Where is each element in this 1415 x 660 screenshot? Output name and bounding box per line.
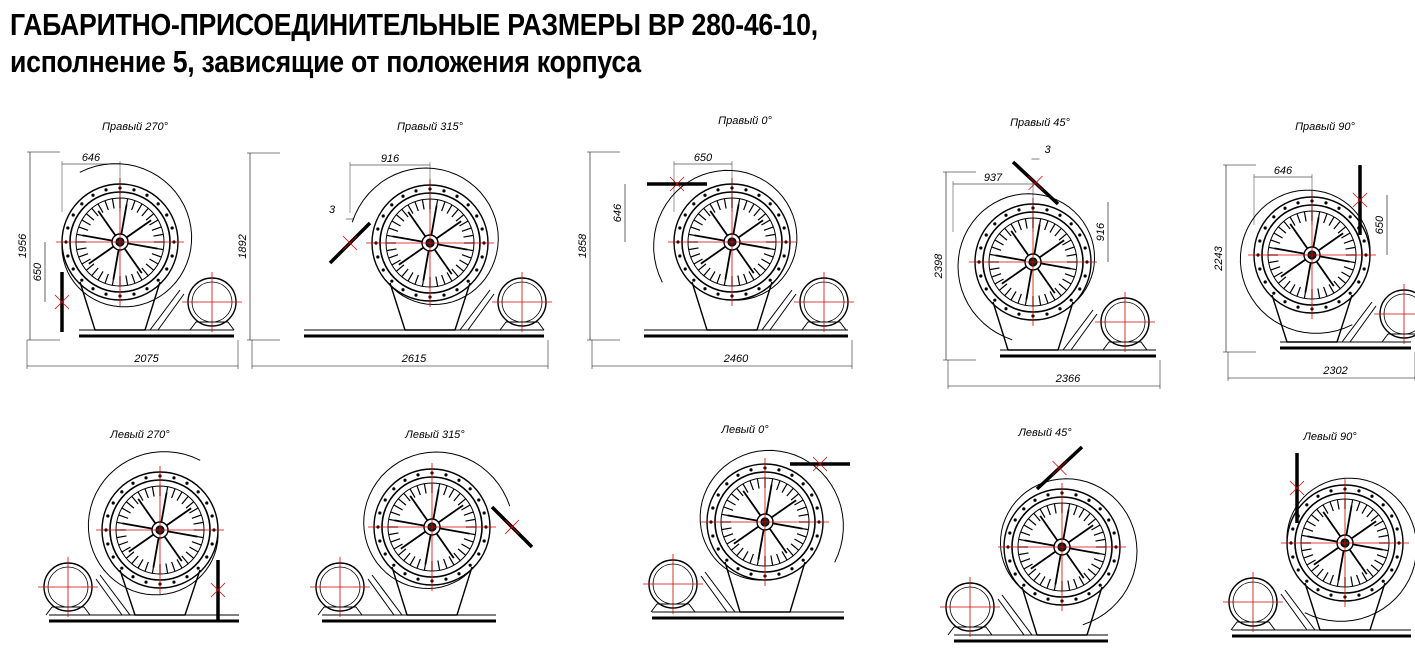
- dim-overall-height: 1956: [17, 233, 29, 258]
- dim-overall-height: 2398: [933, 253, 945, 279]
- fan-view-right-315: Правый 315° 1892 2615 916 3: [237, 121, 552, 369]
- page-title: ГАБАРИТНО-ПРИСОЕДИНИТЕЛЬНЫЕ РАЗМЕРЫ ВР 2…: [10, 6, 818, 80]
- dim-overall-height: 1858: [577, 233, 589, 258]
- fan-view-left-45: Левый 45°: [940, 427, 1138, 643]
- dimension-lines: 2243 2302 646 650: [1213, 164, 1415, 381]
- fan-view-right-45: Правый 45° 2398 2366 937 916 3: [933, 117, 1161, 389]
- dimension-lines: 1892 2615 916 3: [237, 152, 549, 369]
- page-title-line-2: исполнение 5, зависящие от положения кор…: [10, 44, 641, 79]
- view-label: Правый 315°: [397, 121, 464, 133]
- view-label: Правый 270°: [102, 121, 169, 133]
- view-label: Правый 0°: [718, 115, 772, 127]
- view-label: Левый 45°: [1017, 427, 1072, 439]
- fan-view-right-0: Правый 0° 1858 2460 650 646: [577, 115, 854, 369]
- dim-side-offset: 650: [32, 262, 44, 281]
- dim-overall-width: 2615: [401, 353, 427, 365]
- fan-view-left-0: Левый 0°: [643, 424, 850, 620]
- dim-flange-gap: 3: [329, 204, 336, 216]
- view-label: Левый 90°: [1302, 431, 1357, 443]
- fan-view-right-270: Правый 270° 1956 2075 646 650: [17, 121, 242, 369]
- dim-top-offset: 937: [984, 172, 1003, 184]
- fan-view-left-315: Левый 315°: [310, 429, 534, 623]
- dim-side-offset: 646: [612, 203, 624, 222]
- dim-side-offset: 650: [1374, 215, 1386, 234]
- dimension-lines: 1858 2460 650 646: [577, 151, 853, 369]
- fan-view-left-90: Левый 90°: [1223, 431, 1415, 638]
- dim-overall-height: 2243: [1213, 245, 1225, 271]
- view-label: Левый 0°: [720, 424, 769, 436]
- dim-top-offset: 646: [82, 152, 101, 164]
- dim-flange-gap: 3: [1044, 144, 1051, 156]
- dim-overall-width: 2302: [1322, 365, 1347, 377]
- dim-top-offset: 650: [694, 152, 713, 164]
- view-label: Левый 270°: [109, 429, 170, 441]
- dim-overall-width: 2366: [1055, 373, 1081, 385]
- fan-view-right-90: Правый 90° 2243 2302 646 650: [1213, 121, 1415, 381]
- fan-view-left-270: Левый 270°: [38, 429, 239, 623]
- dim-overall-width: 2460: [723, 353, 749, 365]
- view-label: Правый 45°: [1010, 117, 1070, 129]
- dim-overall-width: 2075: [133, 353, 159, 365]
- dimension-lines: 1956 2075 646 650: [17, 151, 239, 369]
- dim-top-offset: 916: [381, 153, 400, 165]
- page-title-line-1: ГАБАРИТНО-ПРИСОЕДИНИТЕЛЬНЫЕ РАЗМЕРЫ ВР 2…: [10, 7, 818, 42]
- dim-overall-height: 1892: [237, 234, 249, 258]
- view-label: Левый 315°: [404, 429, 465, 441]
- dim-side-offset: 916: [1095, 222, 1107, 241]
- dimension-lines: 2398 2366 937 916 3: [933, 144, 1161, 389]
- view-label: Правый 90°: [1295, 121, 1355, 133]
- dim-top-offset: 646: [1274, 165, 1293, 177]
